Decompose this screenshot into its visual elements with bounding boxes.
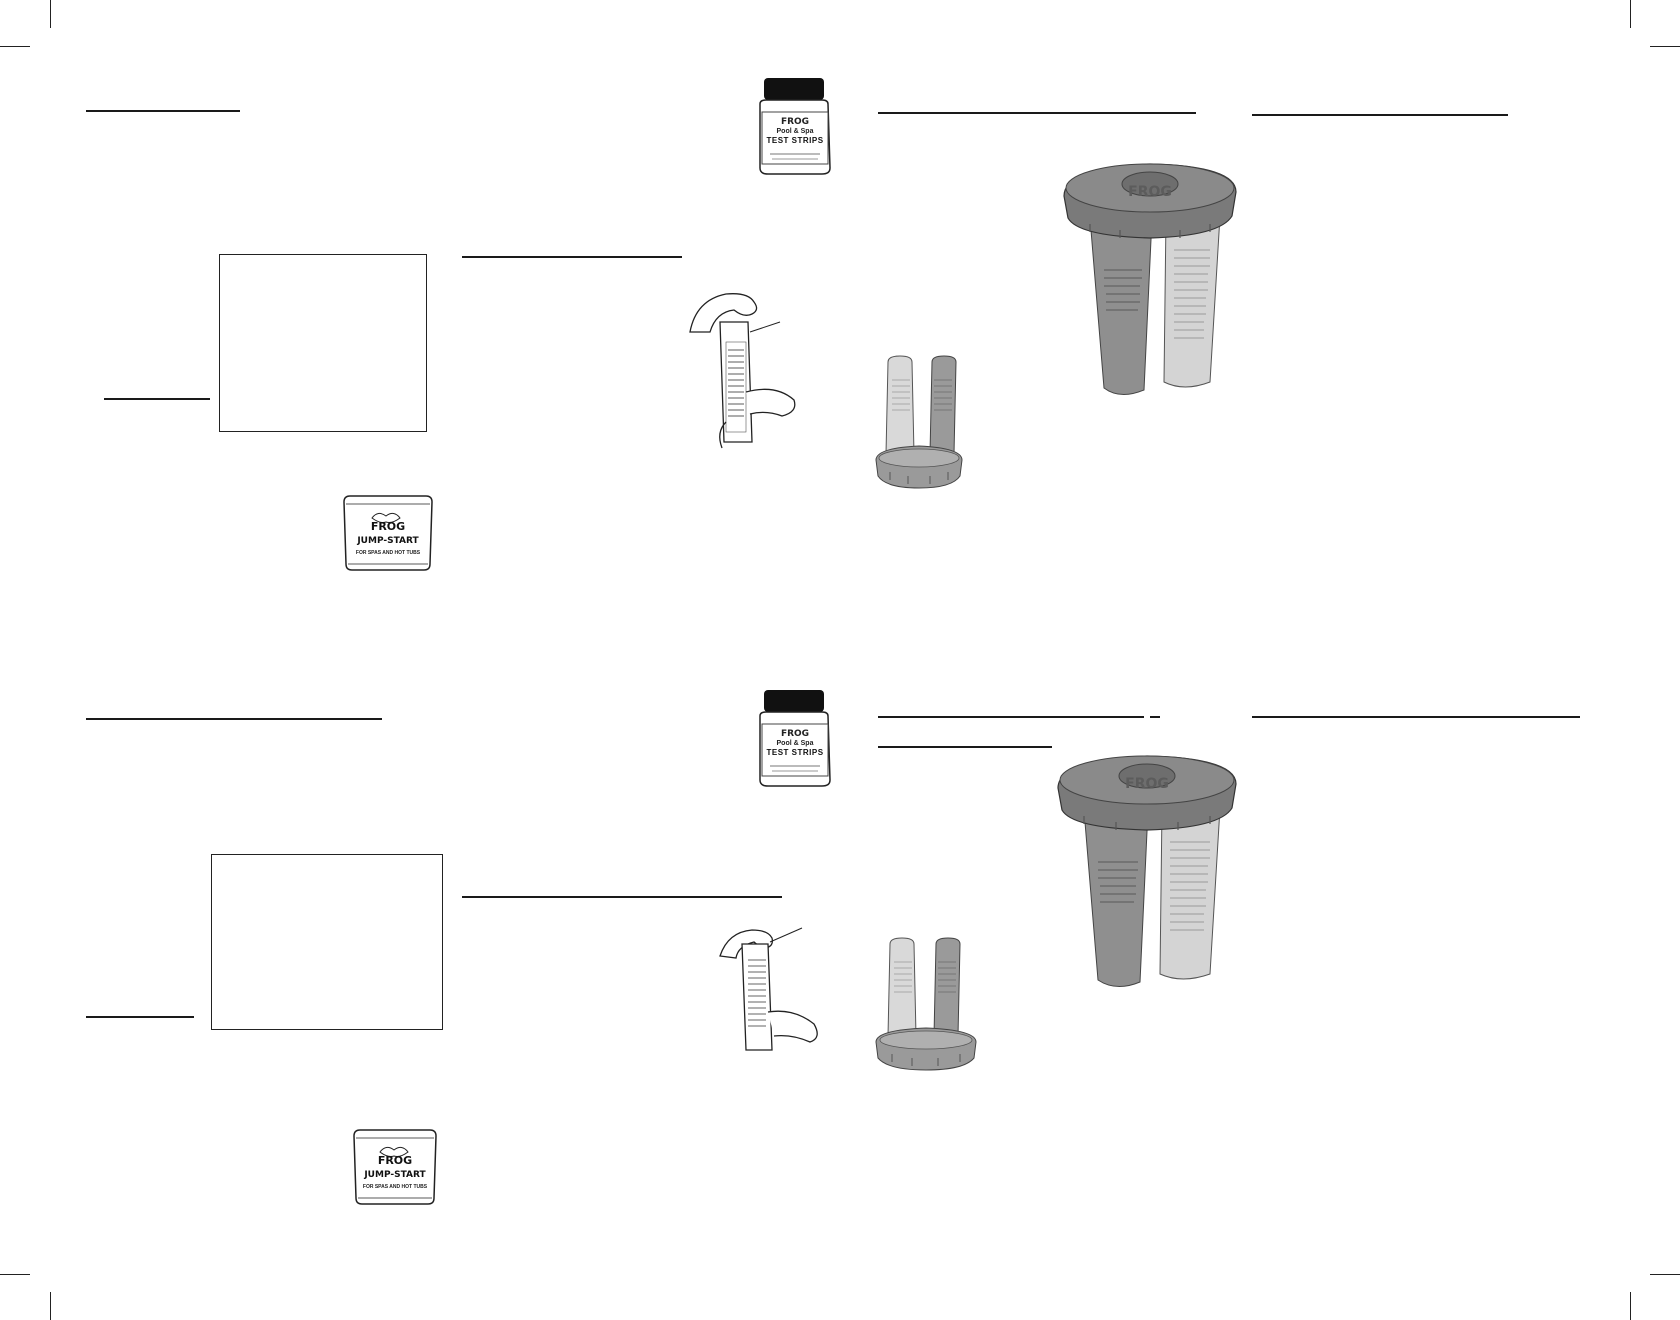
heading-rule [86,110,240,112]
crop-mark [0,46,30,47]
test-strips-bottle: FROG Pool & Spa TEST STRIPS [750,688,840,788]
test-strips-line2: TEST STRIPS [766,748,824,757]
heading-rule [878,746,1052,748]
mineral-floater-large: FROG [1060,160,1240,400]
test-strips-line1: Pool & Spa [776,740,814,747]
jump-start-tagline: FOR SPAS AND HOT TUBS [355,550,421,556]
jump-start-pouch: FROG JUMP-START FOR SPAS AND HOT TUBS [352,1128,438,1206]
info-box [219,254,427,432]
crop-mark [1630,1292,1631,1320]
info-box [211,854,443,1030]
test-strips-line2: TEST STRIPS [766,136,824,145]
heading-rule [1150,716,1160,718]
jump-start-name: JUMP-START [364,1170,426,1180]
crop-mark [50,1292,51,1320]
label-rule [104,398,210,400]
crop-mark [0,1274,30,1275]
hands-cartridge-illustration [718,926,828,1056]
floater-logo-text: FROG [1125,776,1169,792]
test-strips-line1: Pool & Spa [776,128,814,135]
crop-mark [1650,46,1680,47]
label-rule [86,1016,194,1018]
frog-logo-text: FROG [781,117,809,127]
frog-logo-text: FROG [781,729,809,739]
heading-rule [86,718,382,720]
jump-start-brand: FROG [377,1154,413,1167]
cartridge-set-small [874,355,964,490]
heading-rule [1252,716,1580,718]
heading-rule [878,112,1196,114]
jump-start-name: JUMP-START [357,536,419,546]
jump-start-tagline: FOR SPAS AND HOT TUBS [362,1184,428,1190]
cartridge-set-small [874,937,978,1072]
heading-rule [1252,114,1508,116]
heading-rule [462,256,682,258]
jump-start-brand: FROG [370,520,406,533]
crop-mark [1630,0,1631,28]
floater-logo-text: FROG [1128,184,1172,200]
heading-rule [878,716,1144,718]
heading-rule [462,896,782,898]
hands-cartridge-illustration [686,292,806,452]
crop-mark [50,0,51,28]
crop-mark [1650,1274,1680,1275]
jump-start-pouch: FROG JUMP-START FOR SPAS AND HOT TUBS [342,494,434,572]
mineral-floater-large: FROG [1054,752,1240,992]
test-strips-bottle: FROG Pool & Spa TEST STRIPS [750,76,840,176]
